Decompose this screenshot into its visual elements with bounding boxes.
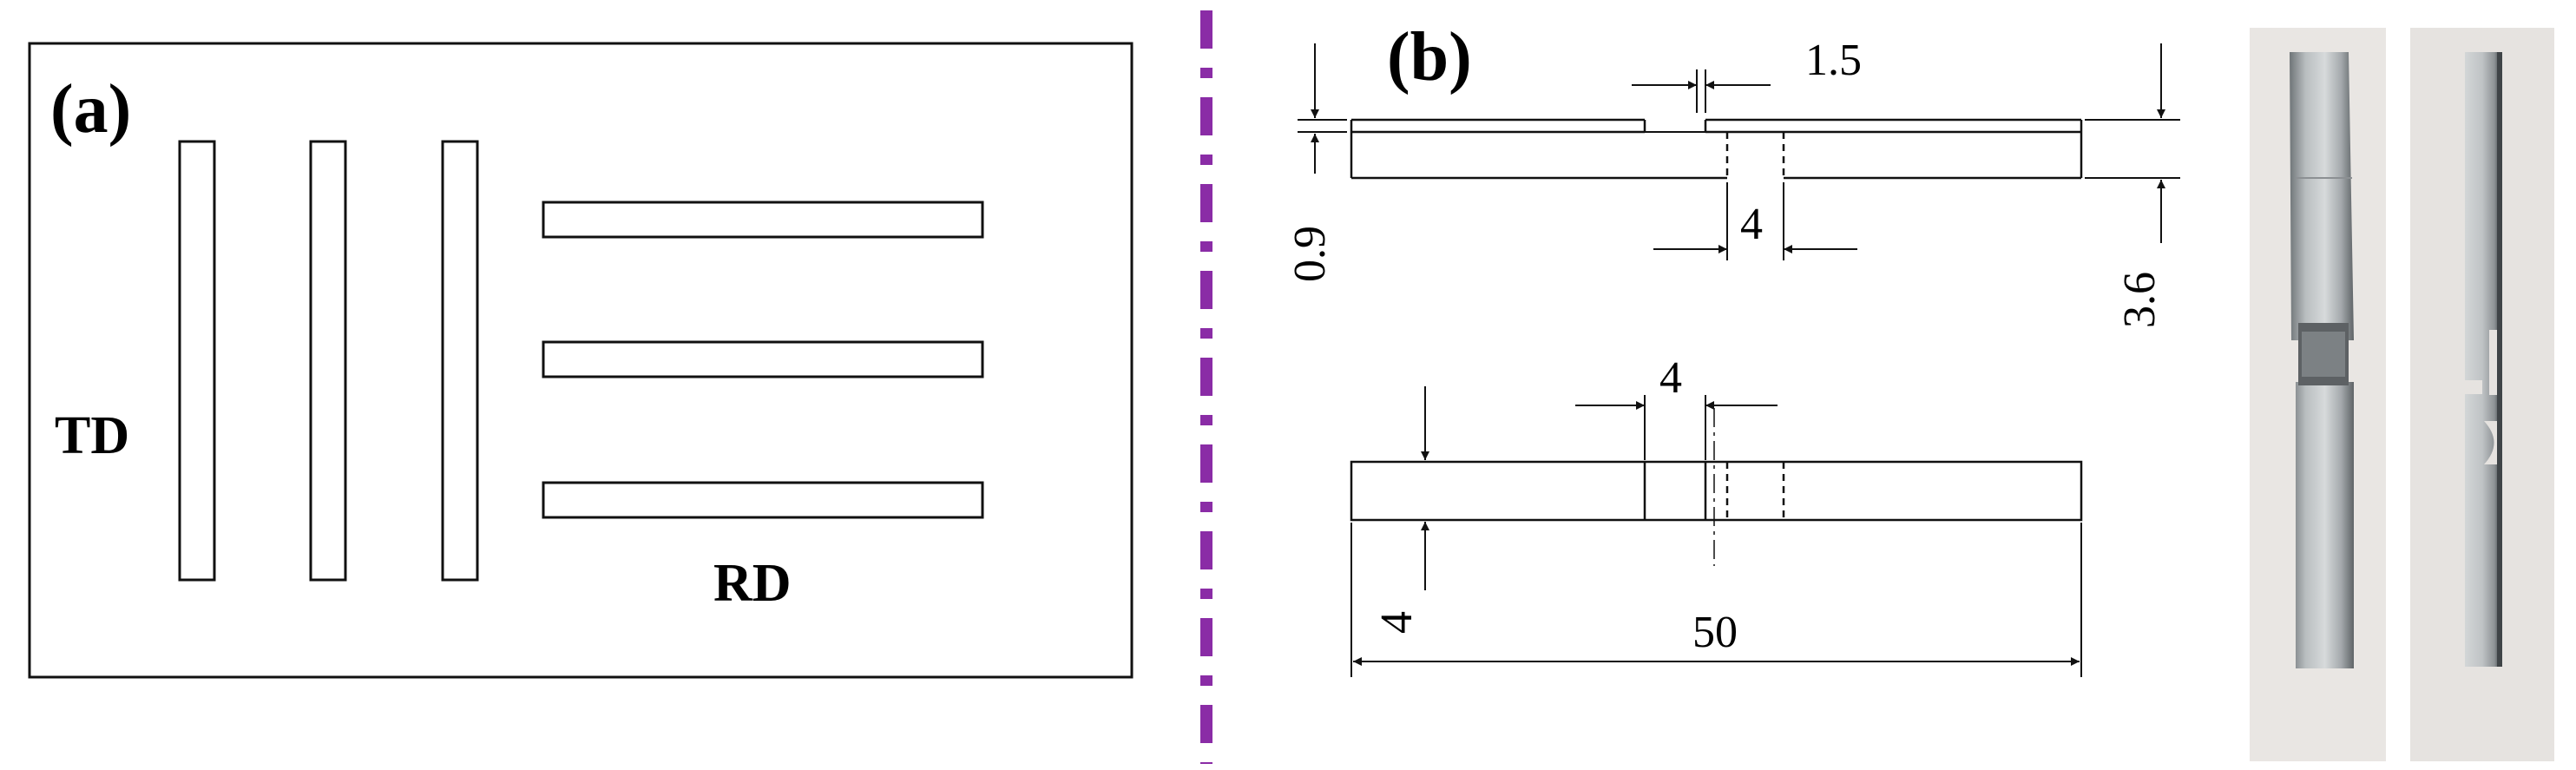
panel-a: (a) TD RD bbox=[28, 42, 1134, 679]
dim-height-bottom-label: 4 bbox=[1372, 611, 1422, 634]
dim-length-label: 50 bbox=[1692, 608, 1738, 657]
td-label: TD bbox=[55, 406, 129, 465]
dim-thin-left-label: 0.9 bbox=[1285, 226, 1335, 282]
dim-notch-top-label: 1.5 bbox=[1805, 36, 1862, 85]
dim-gap-bottom-label: 4 bbox=[1659, 353, 1682, 403]
rd-specimen-1 bbox=[542, 201, 984, 239]
dim-length bbox=[1350, 523, 2082, 677]
dim-thin-left bbox=[1298, 43, 1347, 174]
dim-height-right-label: 3.6 bbox=[2115, 272, 2165, 328]
panel-b-label: (b) bbox=[1387, 19, 1472, 95]
plan-view-drawing bbox=[1350, 408, 2083, 566]
specimen-photo-front bbox=[2250, 28, 2386, 761]
rd-specimen-3 bbox=[542, 481, 984, 519]
dim-gap-top bbox=[1653, 182, 1857, 260]
panel-b: (b) 1.5 bbox=[1285, 19, 2180, 677]
td-specimen-3 bbox=[441, 140, 479, 582]
dim-gap-top-label: 4 bbox=[1740, 200, 1763, 249]
dim-gap-bottom bbox=[1575, 395, 1778, 460]
td-specimen-2 bbox=[309, 140, 347, 582]
dim-notch-top bbox=[1632, 69, 1771, 113]
rd-label: RD bbox=[713, 554, 792, 613]
rd-specimen-2 bbox=[542, 340, 984, 378]
td-specimen-1 bbox=[178, 140, 216, 582]
specimen-photo-side bbox=[2410, 28, 2554, 761]
panel-a-label: (a) bbox=[50, 71, 131, 148]
dim-height-right bbox=[2085, 43, 2180, 243]
side-view-drawing bbox=[1350, 118, 2083, 180]
